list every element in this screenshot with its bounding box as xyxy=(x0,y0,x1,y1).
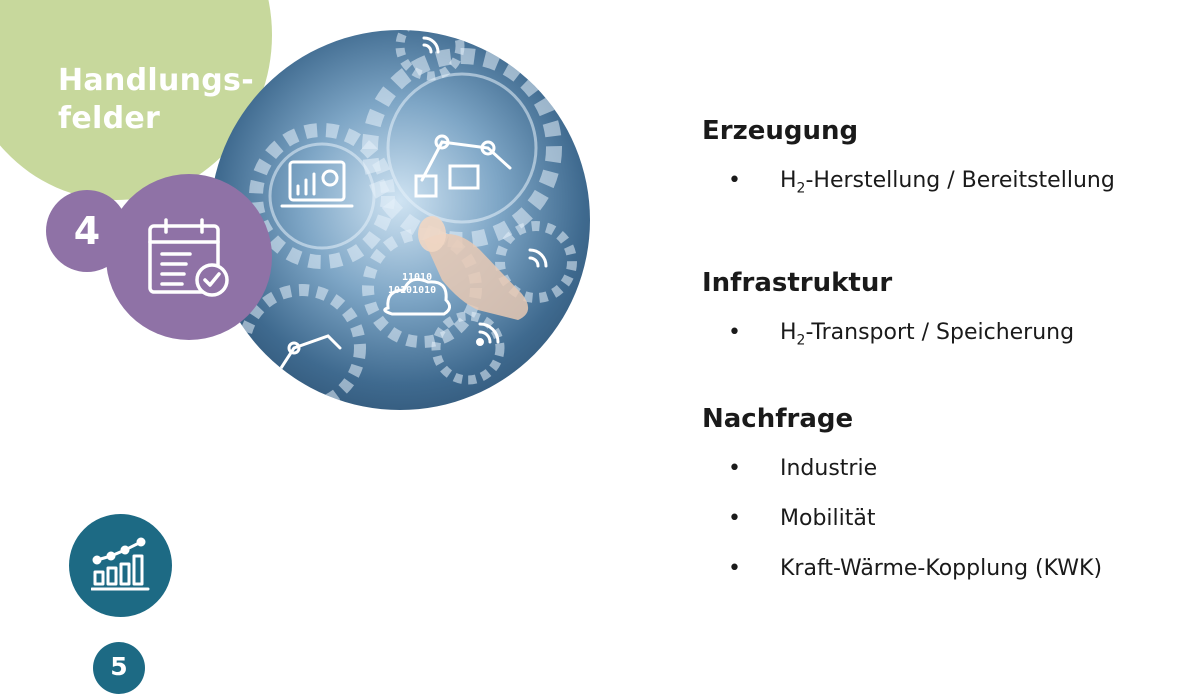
list-item: •H2-Transport / Speicherung xyxy=(728,320,1075,349)
title-line-1: Handlungs- xyxy=(58,63,254,98)
list-item: •Kraft-Wärme-Kopplung (KWK) xyxy=(728,556,1103,581)
robot-arm-icon xyxy=(414,134,512,198)
title-line-2: felder xyxy=(58,101,161,136)
step-number-5: 5 xyxy=(93,642,145,694)
bullet: • xyxy=(728,456,741,481)
gear-icon xyxy=(238,284,366,410)
industry-gears-photo: 11010 10101010 xyxy=(210,30,590,410)
heading-nachfrage: Nachfrage xyxy=(702,404,854,434)
bullet: • xyxy=(728,168,741,193)
step-number-4: 4 xyxy=(46,190,128,272)
gear-icon xyxy=(495,221,577,303)
wifi-icon xyxy=(422,36,440,54)
binary-text-line-1: 11010 xyxy=(402,272,432,283)
bullet: • xyxy=(728,320,741,345)
calendar-icon-circle xyxy=(106,174,272,340)
gear-icon xyxy=(362,48,562,248)
handlungsfelder-title: Handlungs- felder xyxy=(58,62,254,138)
laptop-chart-icon xyxy=(280,160,354,208)
gear-icon xyxy=(249,123,395,269)
bullet: • xyxy=(728,506,741,531)
bullet: • xyxy=(728,556,741,581)
gear-icon xyxy=(395,30,465,81)
wifi-icon xyxy=(476,322,500,346)
wifi-icon xyxy=(528,248,548,268)
binary-text-line-2: 10101010 xyxy=(388,285,436,296)
bar-chart-growth-icon xyxy=(91,537,150,591)
cloud-binary-icon xyxy=(383,277,451,316)
robot-arm-icon xyxy=(270,334,342,384)
heading-infrastruktur: Infrastruktur xyxy=(702,268,893,298)
chart-icon-circle xyxy=(69,514,172,617)
list-item: •Industrie xyxy=(728,456,878,481)
list-item: •H2-Herstellung / Bereitstellung xyxy=(728,168,1115,197)
heading-erzeugung: Erzeugung xyxy=(702,116,859,146)
calendar-check-icon xyxy=(148,218,229,297)
list-item: •Mobilität xyxy=(728,506,876,531)
gear-icon xyxy=(431,311,505,385)
